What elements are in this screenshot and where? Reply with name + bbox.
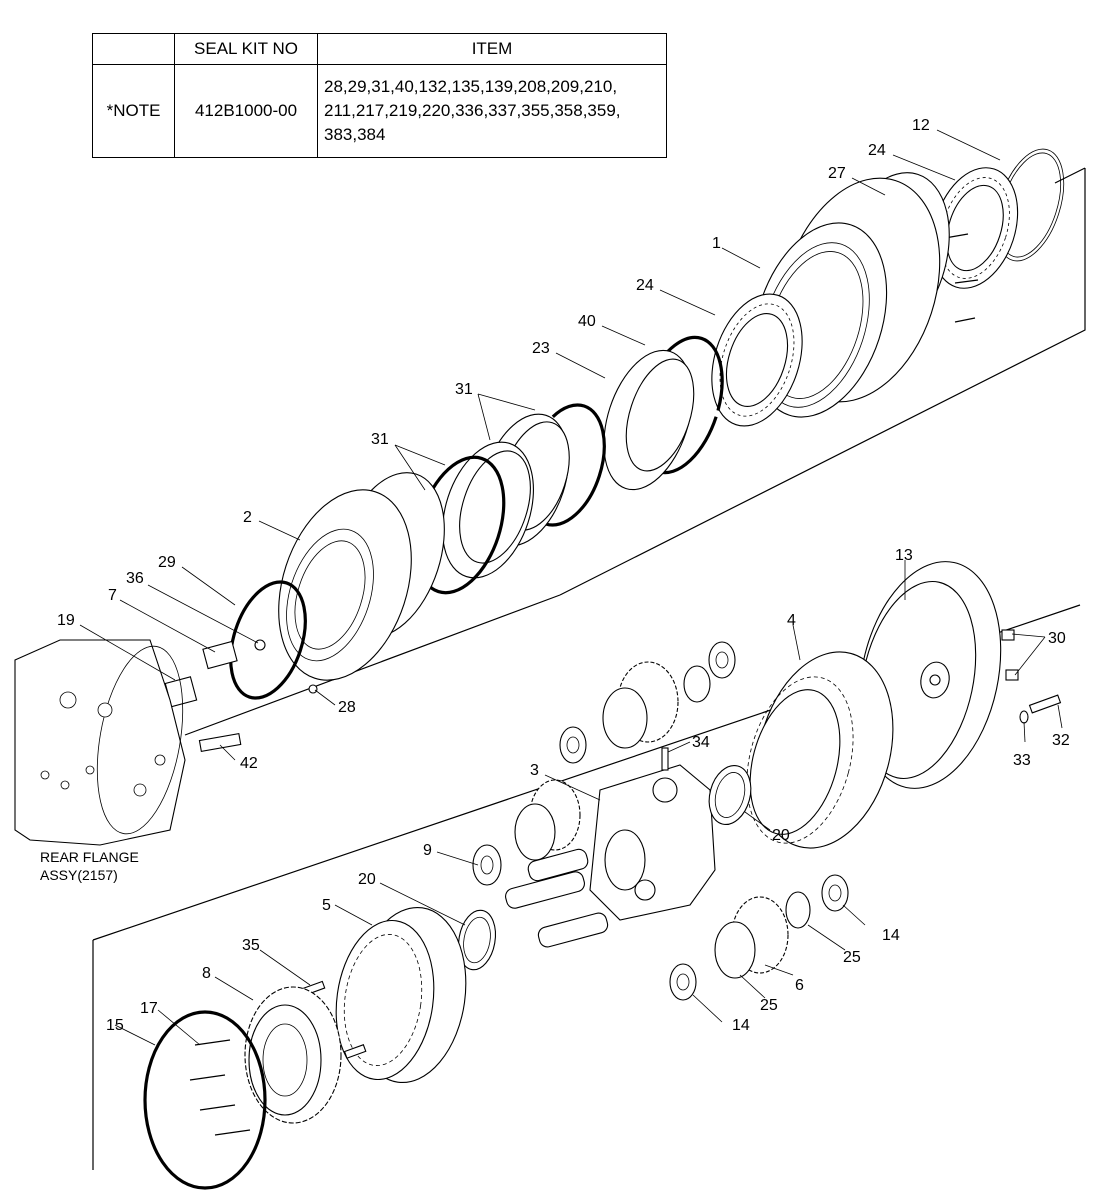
part-15-o-ring: [143, 1010, 267, 1190]
part-7-shaft: [202, 640, 238, 670]
part-31-floating-seal-lower: [414, 441, 534, 595]
upper-thrust-washers: [559, 641, 736, 764]
callout-29: 29: [158, 554, 176, 571]
callout-14-right: 14: [882, 927, 900, 944]
part-20-ring-upper: [708, 765, 752, 825]
callout-31-upper: 31: [455, 381, 473, 398]
callout-33: 33: [1013, 752, 1031, 769]
part-14-thrust-washer-right: [821, 874, 849, 912]
frame-lines: [92, 167, 1086, 1170]
rear-flange-assembly: [14, 639, 186, 846]
part-33-washer: [1019, 710, 1029, 724]
callout-24-lower: 24: [636, 277, 654, 294]
callout-9: 9: [423, 842, 432, 859]
note-cell: *NOTE: [92, 64, 175, 158]
rear-flange-caption-line-1: REAR FLANGE: [40, 849, 139, 865]
leader-lines: [79, 129, 1063, 1046]
item-line-2: 211,217,219,220,336,337,355,358,359,: [324, 101, 621, 120]
callout-6: 6: [795, 977, 804, 994]
callout-27: 27: [828, 165, 846, 182]
callout-24-upper: 24: [868, 142, 886, 159]
callout-3: 3: [530, 762, 539, 779]
callout-14-left: 14: [732, 1017, 750, 1034]
callout-36: 36: [126, 570, 144, 587]
rear-flange-caption-line-2: ASSY(2157): [40, 867, 118, 883]
callout-30: 30: [1048, 630, 1066, 647]
callout-17: 17: [140, 1000, 158, 1017]
seal-kit-table: SEAL KIT NO ITEM *NOTE 412B1000-00 28,29…: [92, 33, 667, 158]
item-line-1: 28,29,31,40,132,135,139,208,209,210,: [324, 77, 618, 96]
planet-gear-middle: [514, 779, 581, 861]
callout-42: 42: [240, 755, 258, 772]
callout-13: 13: [895, 547, 913, 564]
item-line-3: 383,384: [324, 125, 386, 144]
part-24-bearing-upper: [931, 167, 1019, 289]
callout-20-lower: 20: [358, 871, 376, 888]
callout-5: 5: [322, 897, 331, 914]
callout-40: 40: [578, 313, 596, 330]
callout-31-lower: 31: [371, 431, 389, 448]
part-32-bolt: [1028, 694, 1062, 714]
part-25-needle-bearing-right: [785, 891, 811, 929]
part-20-ring-lower: [457, 909, 497, 971]
callout-4: 4: [787, 612, 796, 629]
callout-25-right: 25: [843, 949, 861, 966]
callout-15: 15: [106, 1017, 124, 1034]
part-8-coupling: [244, 986, 342, 1124]
part-17-studs: [189, 1039, 251, 1136]
planet-gear-upper: [602, 661, 679, 749]
callout-34: 34: [692, 734, 710, 751]
part-24-bearing-lower: [711, 293, 803, 427]
part-36-ball: [254, 639, 266, 651]
part-9-washer: [472, 844, 502, 886]
part-29-o-ring: [229, 580, 307, 700]
callout-8: 8: [202, 965, 211, 982]
part-3-carrier: [589, 764, 716, 921]
part-25-needle-bearing-upper: [683, 665, 711, 703]
callout-20-upper: 20: [772, 827, 790, 844]
part-23-floating-ring: [603, 349, 695, 491]
callout-2: 2: [243, 509, 252, 526]
part-14-thrust-washer-left: [669, 963, 697, 1001]
item-list-cell: 28,29,31,40,132,135,139,208,209,210, 211…: [317, 64, 667, 158]
part-2-spindle: [278, 472, 445, 681]
part-30-plugs: [1001, 629, 1019, 681]
part-6-planet-gear-lower: [714, 896, 789, 979]
callout-25-lower: 25: [760, 997, 778, 1014]
callout-23: 23: [532, 340, 550, 357]
planet-pins: [505, 848, 609, 948]
callout-35: 35: [242, 937, 260, 954]
rear-flange-caption: REAR FLANGE ASSY(2157): [40, 849, 139, 883]
callouts: 12 24 27 1 24 40 23 31 31 2 29 36 7 19 2…: [57, 117, 1070, 1034]
callout-12: 12: [912, 117, 930, 134]
callout-28: 28: [338, 699, 356, 716]
part-4-ring-gear: [746, 651, 894, 849]
part-5-ring-gear: [335, 906, 467, 1084]
part-28-ring: [308, 684, 318, 694]
callout-19: 19: [57, 612, 75, 629]
callout-1: 1: [712, 235, 721, 252]
part-34-pin: [661, 747, 669, 771]
part-42-pin: [198, 732, 242, 753]
callout-7: 7: [108, 587, 117, 604]
callout-32: 32: [1052, 732, 1070, 749]
seal-kit-table-row: *NOTE 412B1000-00 28,29,31,40,132,135,13…: [92, 64, 667, 158]
